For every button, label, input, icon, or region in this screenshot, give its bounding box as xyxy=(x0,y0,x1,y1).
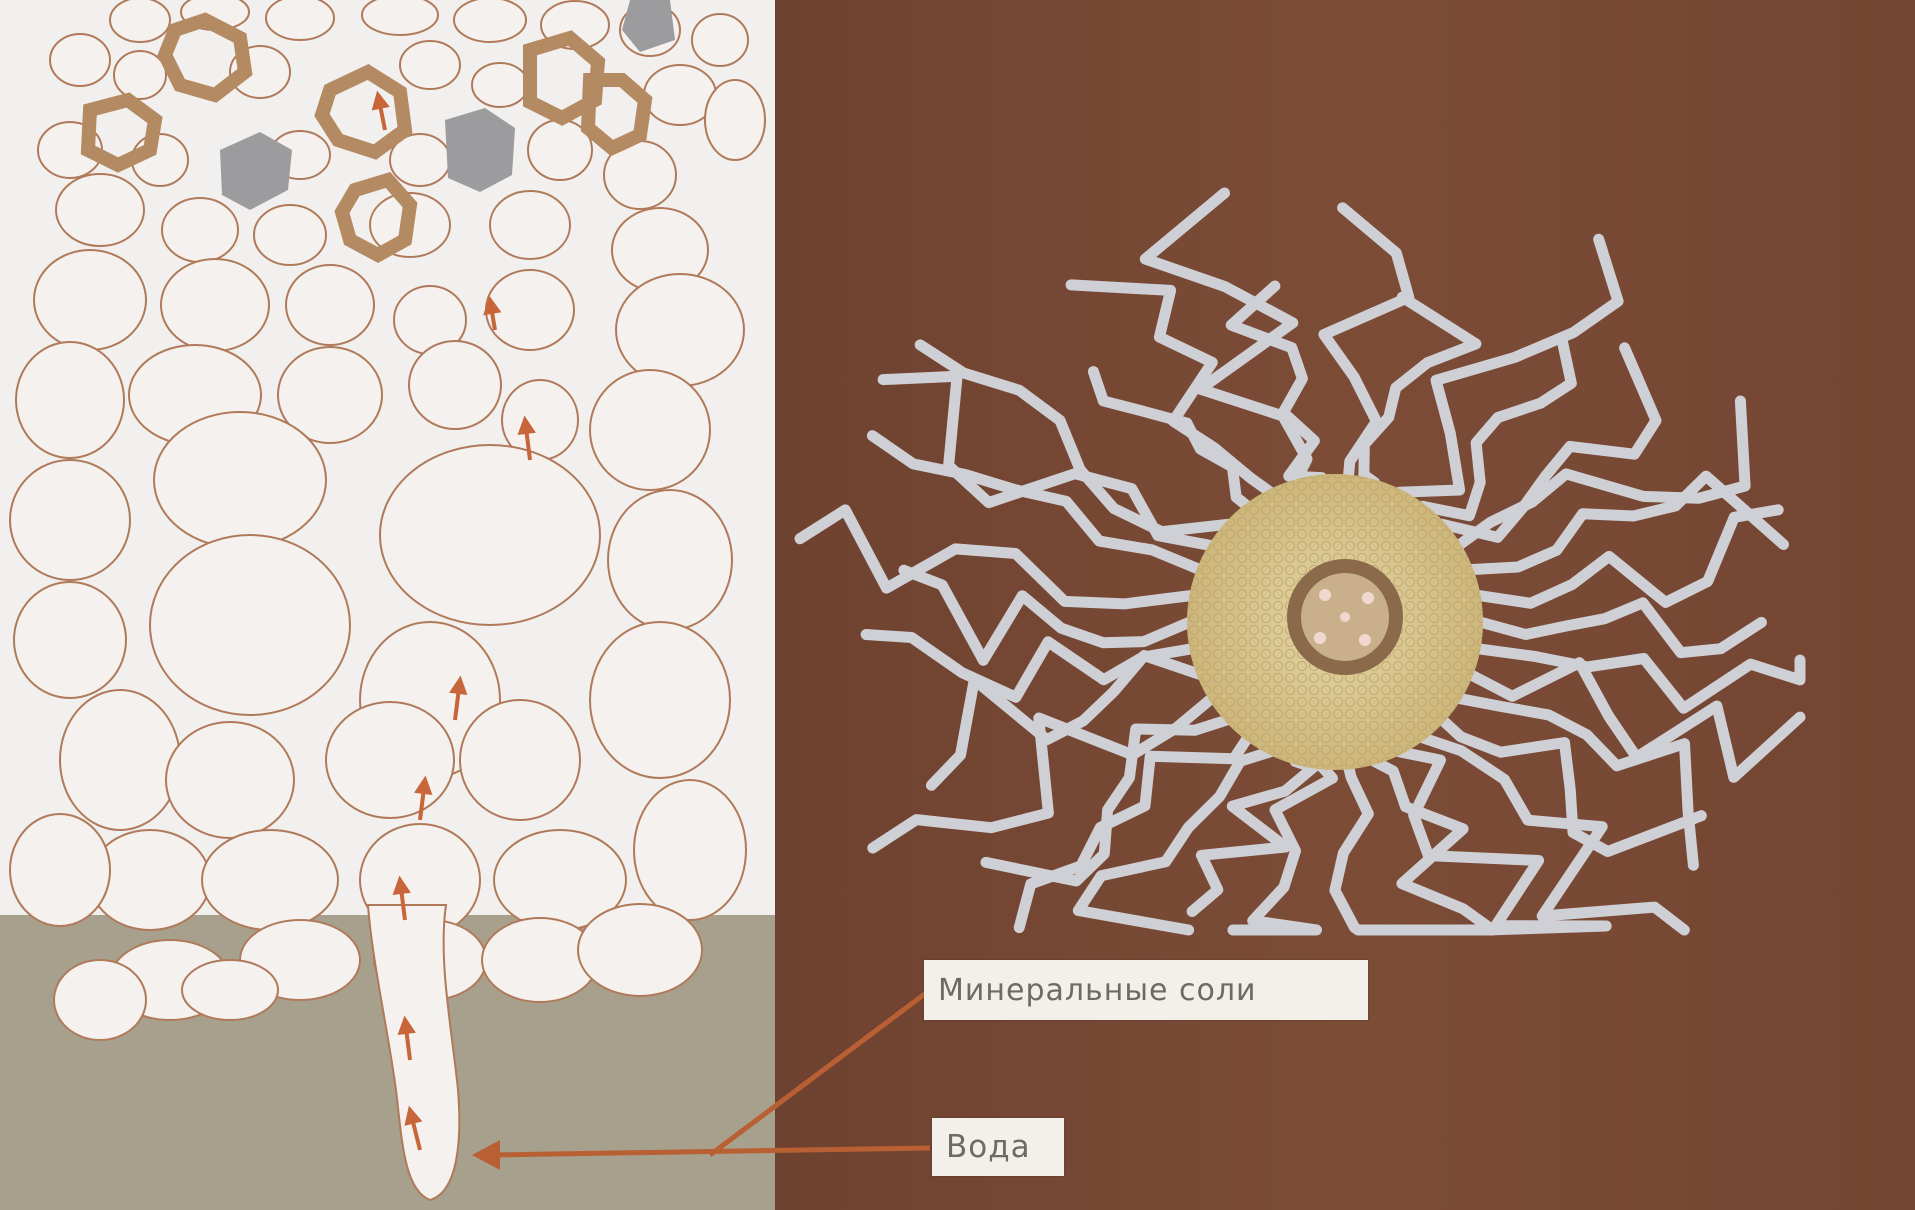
cell xyxy=(110,0,170,42)
cell xyxy=(590,622,730,778)
cell xyxy=(705,80,765,160)
cell xyxy=(162,198,238,262)
cell xyxy=(634,780,746,920)
cell xyxy=(460,700,580,820)
mineral-salts-label: Минеральные соли xyxy=(924,960,1368,1020)
cell xyxy=(60,690,180,830)
cell xyxy=(692,14,748,66)
cell xyxy=(150,535,350,715)
cell xyxy=(56,174,144,246)
cell xyxy=(54,960,146,1040)
cell xyxy=(286,265,374,345)
cell xyxy=(616,274,744,386)
cell xyxy=(50,34,110,86)
cell xyxy=(14,582,126,698)
cell xyxy=(166,722,294,838)
cell xyxy=(362,0,438,35)
water-label: Вода xyxy=(932,1118,1064,1176)
cell xyxy=(578,904,702,996)
cell xyxy=(182,960,278,1020)
cell xyxy=(400,41,460,89)
cell xyxy=(454,0,526,42)
cell xyxy=(10,814,110,926)
cell xyxy=(590,370,710,490)
cell xyxy=(254,205,326,265)
cell xyxy=(326,702,454,818)
cell xyxy=(608,490,732,630)
cell xyxy=(34,250,146,350)
cell xyxy=(490,191,570,259)
cell xyxy=(10,460,130,580)
cell xyxy=(472,63,528,107)
cell xyxy=(380,445,600,625)
cell xyxy=(114,51,166,99)
cell xyxy=(266,0,334,40)
cell xyxy=(202,830,338,930)
cell xyxy=(154,412,326,548)
cell xyxy=(161,259,269,351)
cell xyxy=(16,342,124,458)
cell xyxy=(409,341,501,429)
